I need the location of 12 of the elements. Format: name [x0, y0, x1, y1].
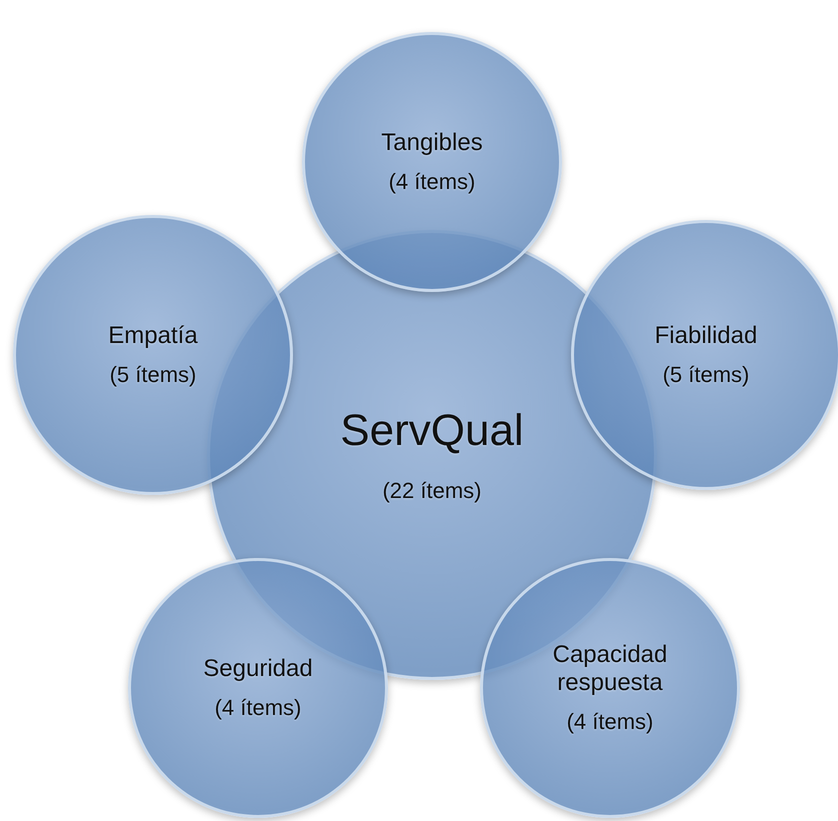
item-count: (4 ítems) [388, 169, 476, 195]
item-count: (5 ítems) [110, 362, 196, 388]
circle-title: Empatía [108, 322, 198, 350]
item-count: (4 ítems) [566, 709, 654, 735]
item-count: (5 ítems) [662, 362, 750, 388]
circle-title: ServQual [340, 406, 524, 456]
circle-title: Seguridad [203, 655, 313, 683]
circle-title: Tangibles [381, 129, 483, 157]
circle-title: Fiabilidad [654, 322, 758, 350]
item-count: (22 ítems) [382, 478, 482, 504]
circle-title: Capacidad respuesta [552, 641, 668, 697]
item-count: (4 ítems) [214, 695, 302, 721]
